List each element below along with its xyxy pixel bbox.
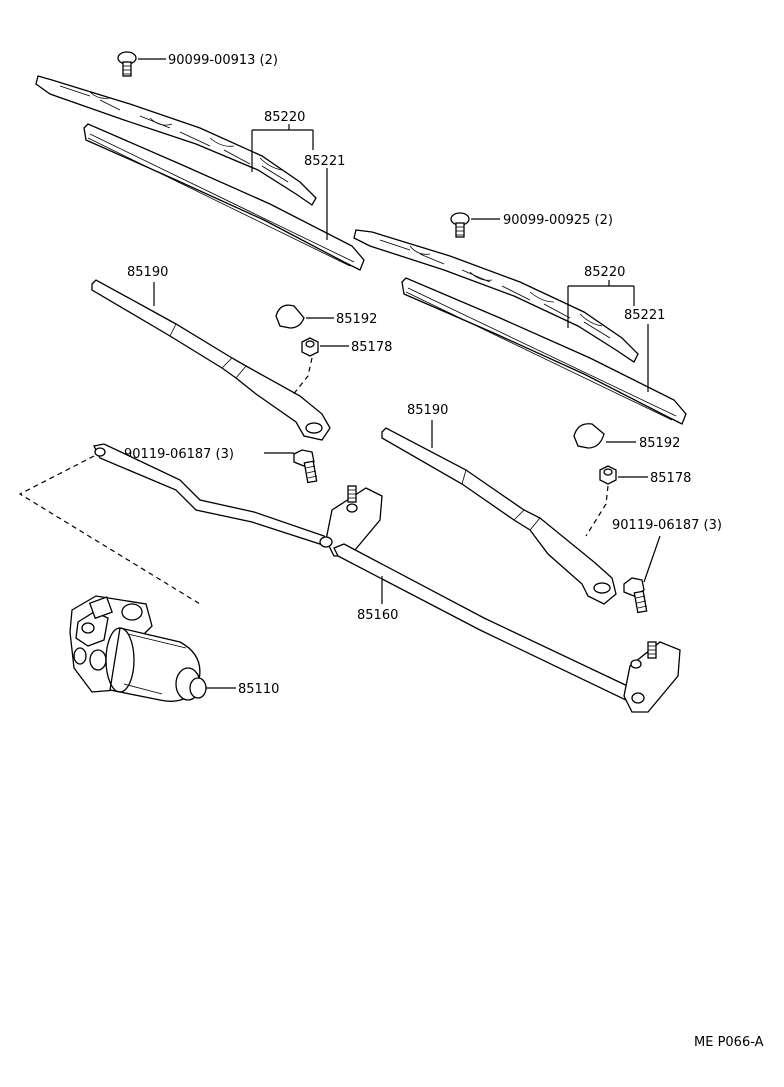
label-nut-left: 85178 [351, 340, 392, 355]
label-arm-left: 85190 [127, 265, 168, 280]
label-blade-insert-left: 85221 [304, 154, 345, 169]
label-blade-assy-left: 85220 [264, 110, 305, 125]
label-arm-right: 85190 [407, 403, 448, 418]
wiper-arm-right [381, 420, 617, 605]
screw-90099-00913 [117, 51, 166, 77]
callout-85220-85221-left [251, 124, 328, 240]
cap-85192-left [275, 304, 334, 329]
wiper-blade-left [35, 75, 365, 271]
screw-90099-00925 [450, 212, 500, 238]
label-blade-insert-right: 85221 [624, 308, 665, 323]
label-bolt-right: 90119-06187 (3) [612, 518, 722, 533]
label-blade-assy-right: 85220 [584, 265, 625, 280]
callout-85220-85221-right [567, 280, 649, 392]
label-motor: 85110 [238, 682, 279, 697]
bolt-90119-06187-right [623, 535, 661, 614]
motor-link-dashed-lines [18, 455, 201, 605]
wiper-arm-left [91, 279, 331, 441]
wiper-link-assy [93, 443, 681, 713]
label-link-assy: 85160 [357, 608, 398, 623]
cap-85192-right [573, 423, 636, 449]
nut-85178-left [291, 337, 349, 397]
diagram-code: ME P066-A [694, 1035, 764, 1050]
label-cap-right: 85192 [639, 436, 680, 451]
label-cap-left: 85192 [336, 312, 377, 327]
nut-85178-right [585, 465, 648, 537]
label-screw-upper-right: 90099-00925 (2) [503, 213, 613, 228]
bolt-90119-06187-left [264, 449, 318, 484]
label-nut-right: 85178 [650, 471, 691, 486]
label-bolt-left: 90119-06187 (3) [124, 447, 234, 462]
wiper-motor-85110 [69, 595, 236, 702]
label-screw-upper-left: 90099-00913 (2) [168, 53, 278, 68]
wiper-blade-right [353, 229, 687, 425]
